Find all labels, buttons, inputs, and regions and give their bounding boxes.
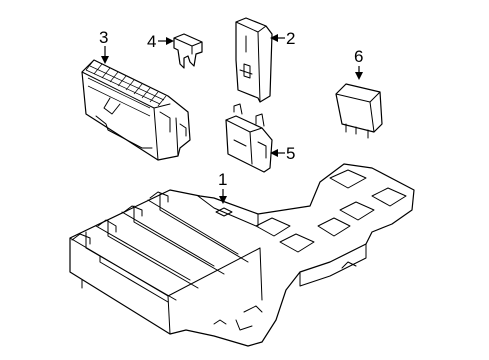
callout-4: 4 <box>147 32 174 51</box>
callout-1: 1 <box>218 170 227 204</box>
callout-1-arrowhead <box>219 196 227 204</box>
callout-3-arrowhead <box>101 56 109 64</box>
mini-fuse-part[interactable] <box>173 33 203 69</box>
callout-6: 6 <box>354 47 363 80</box>
callout-2-label: 2 <box>286 29 295 48</box>
fuse-box-cover-clip-part[interactable] <box>235 17 273 103</box>
callout-3: 3 <box>99 28 109 64</box>
callout-4-arrowhead <box>166 37 174 45</box>
callout-5: 5 <box>270 144 295 163</box>
callout-6-arrowhead <box>355 72 363 80</box>
callout-3-label: 3 <box>99 28 108 47</box>
callout-4-label: 4 <box>147 32 156 51</box>
callout-6-label: 6 <box>354 47 363 66</box>
callout-5-arrowhead <box>270 149 278 157</box>
callout-2: 2 <box>270 29 295 48</box>
callout-2-arrowhead <box>270 34 278 42</box>
maxi-fuse-part[interactable] <box>225 103 273 173</box>
relay-part[interactable] <box>335 83 383 139</box>
fuse-box-cover-part[interactable] <box>81 59 191 161</box>
fuse-relay-box-base-part[interactable] <box>69 163 415 347</box>
callout-5-label: 5 <box>286 144 295 163</box>
callout-1-label: 1 <box>218 170 227 189</box>
